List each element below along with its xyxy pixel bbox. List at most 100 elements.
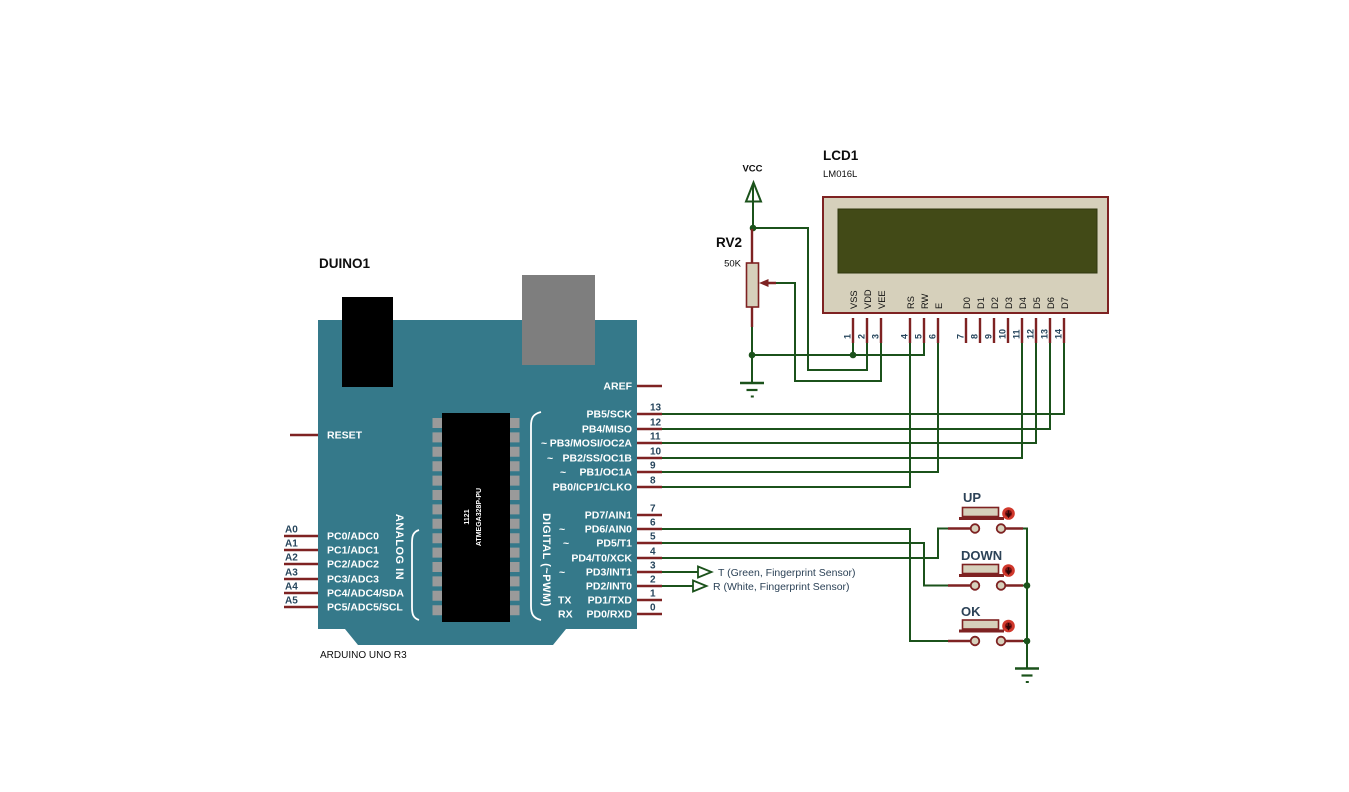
pot-ref-label: RV2: [716, 235, 742, 250]
button-cap[interactable]: [961, 619, 1000, 630]
lcd-pin-number-1: 1: [843, 334, 853, 339]
lcd-pin-name-vee: VEE: [877, 290, 887, 309]
pin-number-10: 10: [650, 447, 662, 458]
button-up[interactable]: UP: [948, 490, 1023, 534]
arduino-power-jack: [342, 297, 393, 387]
pin-number-a3: A3: [285, 568, 298, 579]
pin-label-pd2: PD2/INT0: [586, 581, 632, 593]
pwm-tilde-pb3: ~: [541, 438, 547, 450]
lcd-pin-name-d4: D4: [1018, 297, 1028, 309]
pin-number-a2: A2: [285, 553, 298, 564]
terminal-arrow-icon: [697, 565, 714, 579]
lcd-pin-stubs: [851, 318, 1066, 343]
vcc-label: VCC: [742, 164, 762, 175]
lcd-pin-number-9: 9: [984, 334, 994, 339]
lcd-pin-name-d1: D1: [976, 297, 986, 309]
vcc-arrow-icon: [744, 179, 763, 203]
rx-label: RX: [558, 609, 573, 621]
wire-buttons-ground-bus: [1023, 527, 1028, 668]
pin-label-pb5: PB5/SCK: [586, 409, 632, 421]
button-cap[interactable]: [961, 563, 1000, 575]
pot-body[interactable]: [745, 262, 760, 308]
pwm-tilde-pb1: ~: [560, 467, 566, 479]
arduino-left-pin-stubs: [284, 433, 318, 609]
junction-dot: [1023, 582, 1031, 589]
pin-number-a0: A0: [285, 525, 298, 536]
pin-label-pc4: PC4/ADC4/SDA: [327, 588, 404, 600]
pin-number-12: 12: [650, 418, 662, 429]
pin-label-pb4: PB4/MISO: [582, 424, 632, 436]
button-down[interactable]: DOWN: [948, 548, 1023, 591]
sensor-r-label: R (White, Fingerprint Sensor): [713, 581, 850, 593]
lcd-pin-name-e: E: [934, 303, 944, 309]
button-cap[interactable]: [961, 506, 1000, 518]
pin-number-5: 5: [650, 532, 656, 543]
chip-part-number: ATMEGA328P-PU: [476, 488, 483, 546]
lcd-pin-name-rs: RS: [906, 296, 916, 309]
pin-label-reset: RESET: [327, 430, 363, 442]
lcd-model-label: LM016L: [823, 169, 857, 180]
pin-label-pb3: PB3/MOSI/OC2A: [550, 438, 633, 450]
chip-date-code: 1121: [464, 509, 471, 524]
button-terminal: [995, 523, 1007, 534]
junction-dot: [748, 351, 756, 359]
lcd-screen: [837, 208, 1098, 274]
pin-number-a5: A5: [285, 596, 298, 607]
button-toggle-arrow-icon: [1005, 567, 1012, 576]
pin-number-11: 11: [650, 432, 661, 443]
pin-number-0: 0: [650, 603, 656, 614]
pot-wiper-arrow-icon[interactable]: [759, 279, 769, 287]
chip-body: [442, 413, 510, 622]
pin-label-pd7: PD7/AIN1: [585, 510, 632, 522]
lcd-pin-number-10: 10: [998, 329, 1008, 339]
lcd-component[interactable]: LCD1 LM016L VSS VDD VEE RS RW E D0 D1 D2…: [822, 148, 1109, 343]
sensor-terminal-t: T (Green, Fingerprint Sensor): [697, 565, 856, 579]
pin-number-a4: A4: [285, 582, 298, 593]
lcd-pin-name-vdd: VDD: [863, 289, 873, 309]
lcd-pin-number-6: 6: [928, 334, 938, 339]
pot-value-label: 50K: [724, 259, 742, 270]
lcd-pin-number-2: 2: [857, 334, 867, 339]
wire-d10-to-lcd-d4: [662, 343, 1023, 459]
button-terminal: [969, 580, 981, 591]
arduino-ref-label: DUINO1: [319, 256, 370, 271]
pin-number-7: 7: [650, 504, 656, 515]
wire-d13-to-lcd-d7: [662, 343, 1065, 415]
pwm-tilde-pd3: ~: [559, 567, 565, 579]
lcd-pin-name-d0: D0: [962, 297, 972, 309]
digital-group-label: DIGITAL (~PWM): [540, 513, 552, 607]
arduino-right-pin-stubs: [637, 384, 662, 616]
pin-label-pc3: PC3/ADC3: [327, 574, 379, 586]
wire-d9-to-lcd-e: [662, 343, 939, 473]
lcd-pin-number-7: 7: [956, 334, 966, 339]
lcd-pin-name-vss: VSS: [849, 290, 859, 309]
wire-d5-to-down-button: [662, 542, 948, 587]
lcd-pin-name-rw: RW: [920, 293, 930, 309]
pin-number-9: 9: [650, 461, 656, 472]
pin-label-pd3: PD3/INT1: [586, 567, 632, 579]
pwm-tilde-pd5: ~: [563, 538, 569, 550]
pin-label-pd1: PD1/TXD: [588, 595, 633, 607]
arduino-mcu-chip: 1121 ATMEGA328P-PU: [432, 413, 520, 622]
lcd-pin-name-d2: D2: [990, 297, 1000, 309]
lcd-pin-number-5: 5: [914, 334, 924, 339]
pin-label-pd6: PD6/AIN0: [585, 524, 632, 536]
lcd-pin-number-13: 13: [1040, 329, 1050, 339]
button-ok-label: OK: [961, 604, 981, 619]
tx-label: TX: [558, 595, 571, 607]
wire-d12-to-lcd-d6: [662, 343, 1051, 430]
ground-symbol-buttons: [1015, 667, 1039, 683]
wire-net-vdd: [752, 184, 868, 371]
pin-label-pc2: PC2/ADC2: [327, 559, 379, 571]
button-down-label: DOWN: [961, 548, 1002, 563]
potentiometer-component[interactable]: RV2 50K: [716, 229, 776, 327]
pin-label-pc1: PC1/ADC1: [327, 545, 379, 557]
arduino-component[interactable]: DUINO1 1121 ATMEGA328P-PU DIGITAL (~PWM)…: [284, 256, 662, 661]
wire-d11-to-lcd-d5: [662, 343, 1037, 444]
lcd-pin-number-11: 11: [1012, 329, 1022, 339]
pin-number-2: 2: [650, 575, 656, 586]
wires: [662, 184, 1065, 668]
button-ok[interactable]: OK: [948, 604, 1023, 647]
wire-net-vee: [776, 282, 882, 382]
